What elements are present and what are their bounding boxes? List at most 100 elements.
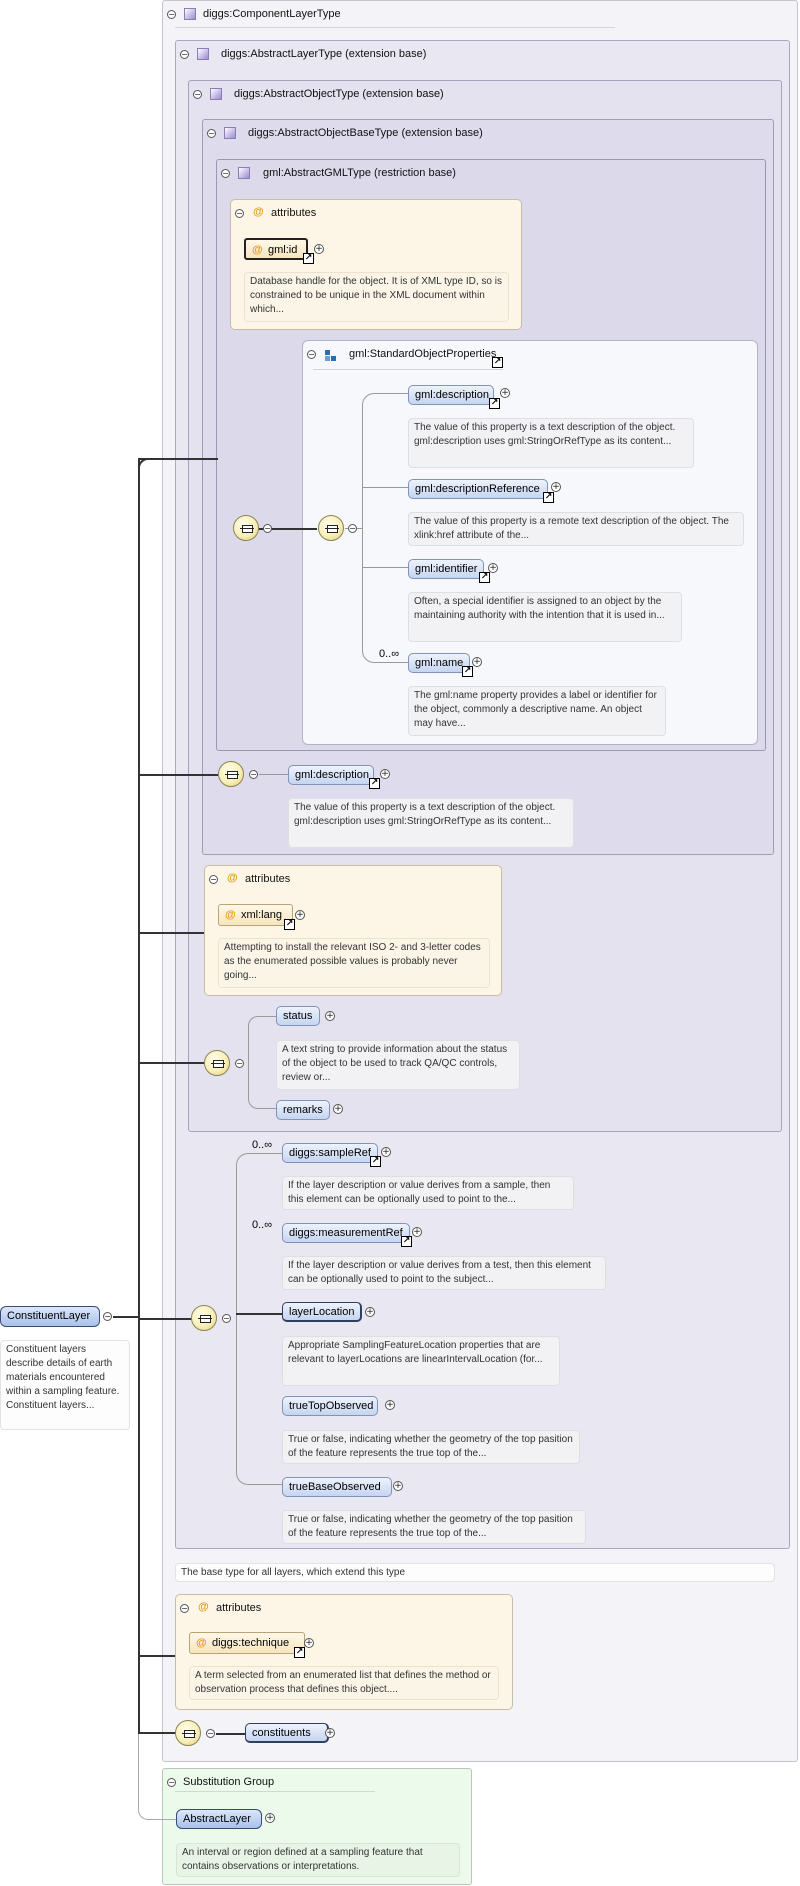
element-gml-description[interactable]: gml:description [408, 385, 494, 405]
collapse-toggle[interactable]: − [249, 770, 258, 779]
reference-arrow-icon: ↗ [369, 778, 380, 789]
attribute-name: xml:lang [241, 909, 282, 921]
collapse-toggle[interactable]: − [103, 1312, 112, 1321]
collapse-toggle[interactable]: − [221, 169, 230, 178]
connector-line [140, 1318, 192, 1320]
connector-line [257, 528, 317, 530]
attributes-label: attributes [271, 207, 317, 219]
spine-top-curve [138, 458, 150, 470]
collapse-toggle[interactable]: − [180, 50, 189, 59]
expand-icon[interactable]: + [472, 657, 482, 667]
element-name: diggs:sampleRef [289, 1147, 371, 1159]
collapse-toggle[interactable]: − [206, 1729, 215, 1738]
collapse-toggle[interactable]: − [180, 1604, 189, 1613]
cardinality-label: 0..∞ [252, 1219, 273, 1231]
connector-line [140, 774, 218, 776]
sequence-icon [175, 1720, 201, 1746]
collapse-toggle[interactable]: − [193, 90, 202, 99]
attribute-icon: @ [227, 872, 238, 884]
expand-icon[interactable]: + [393, 1481, 403, 1491]
attribute-name: diggs:technique [212, 1637, 290, 1649]
collapse-toggle[interactable]: − [307, 350, 316, 359]
reference-arrow-icon: ↗ [462, 666, 473, 677]
expand-icon[interactable]: + [295, 910, 305, 920]
collapse-toggle[interactable]: − [167, 1778, 176, 1787]
expand-icon[interactable]: + [333, 1104, 343, 1114]
technique-attribute[interactable]: @ diggs:technique [189, 1632, 305, 1654]
element-documentation: True or false, indicating whether the ge… [282, 1510, 586, 1544]
element-documentation: A text string to provide information abo… [276, 1040, 520, 1090]
complex-type-icon [210, 88, 222, 100]
connector-line [140, 1062, 205, 1064]
collapse-toggle[interactable]: − [235, 1059, 244, 1068]
collapse-toggle[interactable]: − [167, 10, 176, 19]
expand-icon[interactable]: + [314, 244, 324, 254]
expand-icon[interactable]: + [365, 1307, 375, 1317]
expand-icon[interactable]: + [325, 1011, 335, 1021]
complex-type-icon [238, 167, 250, 179]
collapse-toggle[interactable]: − [207, 129, 216, 138]
header-underline [175, 27, 615, 28]
complex-type-icon [197, 48, 209, 60]
cardinality-label: 0..∞ [379, 648, 400, 660]
element-gml-name[interactable]: gml:name [408, 653, 470, 673]
cardinality-label: 0..∞ [252, 1139, 273, 1151]
element-name: constituents [252, 1727, 311, 1739]
element-constituents[interactable]: constituents [245, 1723, 329, 1743]
collapse-toggle[interactable]: − [348, 524, 357, 533]
element-name: layerLocation [289, 1306, 355, 1318]
gml-id-attribute[interactable]: @ gml:id [244, 238, 308, 260]
element-true-base-observed[interactable]: trueBaseObserved [282, 1477, 392, 1497]
expand-icon[interactable]: + [380, 769, 390, 779]
reference-arrow-icon: ↗ [284, 919, 295, 930]
sequence-icon [318, 515, 344, 541]
element-gml-identifier[interactable]: gml:identifier [408, 559, 484, 579]
element-layer-location[interactable]: layerLocation [282, 1302, 362, 1322]
element-sample-ref[interactable]: diggs:sampleRef [282, 1143, 378, 1163]
reference-arrow-icon: ↗ [370, 1156, 381, 1167]
attributes-label: attributes [245, 873, 291, 885]
element-documentation: If the layer description or value derive… [282, 1256, 606, 1290]
reference-arrow-icon: ↗ [294, 1647, 305, 1658]
element-true-top-observed[interactable]: trueTopObserved [282, 1396, 378, 1416]
type-title: gml:AbstractGMLType (restriction base) [263, 167, 456, 179]
attribute-icon: @ [225, 909, 236, 921]
element-constituent-layer[interactable]: ConstituentLayer [0, 1306, 100, 1327]
element-gml-description[interactable]: gml:description [288, 765, 374, 785]
expand-icon[interactable]: + [488, 563, 498, 573]
expand-icon[interactable]: + [551, 482, 561, 492]
element-gml-description-reference[interactable]: gml:descriptionReference [408, 479, 548, 499]
element-status[interactable]: status [276, 1006, 320, 1026]
expand-icon[interactable]: + [500, 388, 510, 398]
xml-lang-attribute[interactable]: @ xml:lang [218, 904, 293, 926]
collapse-toggle[interactable]: − [209, 875, 218, 884]
expand-icon[interactable]: + [304, 1638, 314, 1648]
attribute-documentation: A term selected from an enumerated list … [189, 1666, 499, 1700]
expand-icon[interactable]: + [385, 1400, 395, 1410]
sequence-icon [233, 515, 259, 541]
collapse-toggle[interactable]: − [263, 524, 272, 533]
reference-arrow-icon: ↗ [489, 398, 500, 409]
element-name: remarks [283, 1104, 323, 1116]
element-abstract-layer[interactable]: AbstractLayer [176, 1809, 262, 1829]
expand-icon[interactable]: + [381, 1147, 391, 1157]
expand-icon[interactable]: + [325, 1728, 335, 1738]
element-name: trueBaseObserved [289, 1481, 381, 1493]
connector-line [216, 1733, 246, 1735]
reference-arrow-icon: ↗ [303, 253, 314, 264]
main-spine [138, 458, 140, 1734]
expand-icon[interactable]: + [412, 1227, 422, 1237]
element-remarks[interactable]: remarks [276, 1100, 330, 1120]
element-name: gml:identifier [415, 563, 478, 575]
expand-icon[interactable]: + [265, 1813, 275, 1823]
connector-line [140, 1732, 176, 1734]
reference-arrow-icon: ↗ [492, 357, 503, 368]
collapse-toggle[interactable]: − [235, 209, 244, 218]
sequence-bracket [362, 393, 410, 663]
collapse-toggle[interactable]: − [222, 1314, 231, 1323]
element-name: AbstractLayer [183, 1813, 251, 1825]
element-documentation: Often, a special identifier is assigned … [408, 592, 682, 642]
element-documentation: The value of this property is a text des… [288, 798, 574, 848]
element-measurement-ref[interactable]: diggs:measurementRef [282, 1223, 410, 1243]
substitution-connector [138, 1316, 178, 1820]
